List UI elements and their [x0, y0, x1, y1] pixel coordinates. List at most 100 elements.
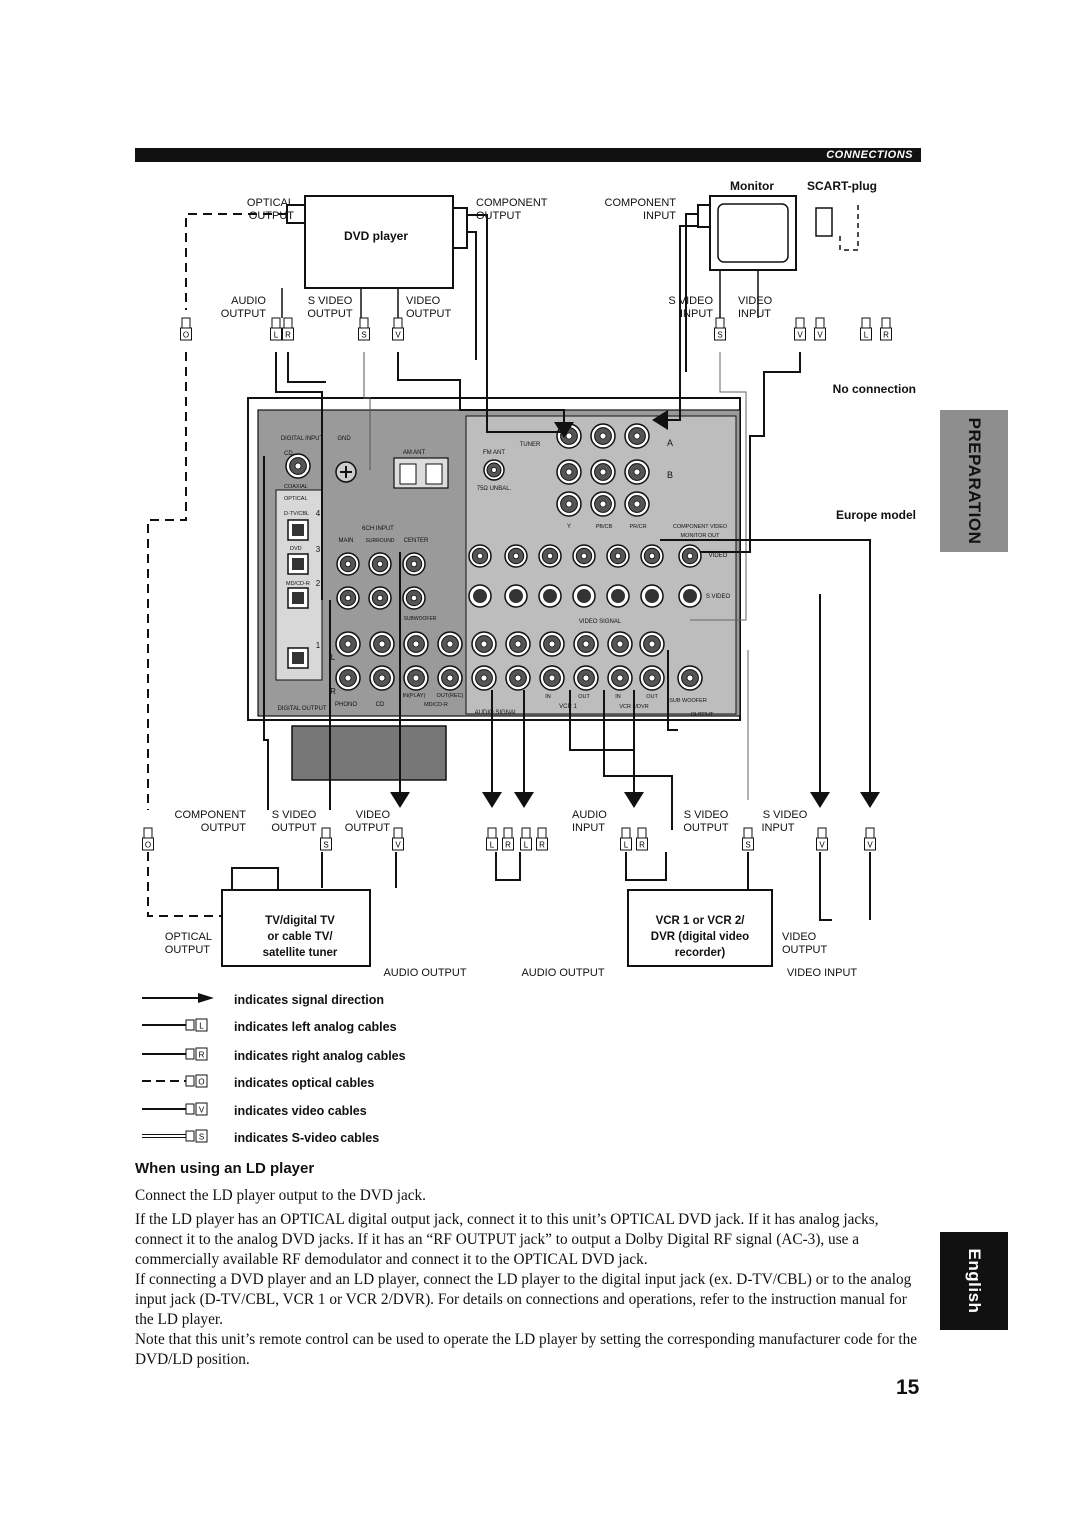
rca-jack [437, 631, 463, 657]
rca-jack [624, 491, 650, 517]
vcr1-in-text: IN [545, 694, 551, 700]
rca-jack [677, 665, 703, 691]
cable-plug: S [320, 827, 332, 851]
ch-input-text: 6CH INPUT [362, 526, 394, 532]
subwoofer-text: SUBWOOFER [404, 616, 437, 622]
component-video-text: COMPONENT VIDEO [673, 524, 728, 530]
surround-text: SURROUND [366, 538, 395, 544]
rca-jack [606, 544, 630, 568]
gnd-terminal [335, 461, 357, 483]
no-connection-label: No connection [833, 382, 916, 396]
legend-item: indicates signal direction [142, 990, 542, 1010]
vcr-label-3: recorder) [675, 947, 726, 959]
cable-plug: L [486, 827, 498, 851]
vcr2-in-text: IN [615, 694, 621, 700]
tv-svideo-label-2: OUTPUT [271, 822, 317, 834]
tv-component-label-2: OUTPUT [201, 822, 247, 834]
legend-item: O indicates optical cables [142, 1073, 542, 1093]
component-b-text: B [667, 470, 673, 480]
cable-plug: L [860, 317, 872, 341]
rca-jack [505, 665, 531, 691]
rca-jack [403, 631, 429, 657]
svideo-plug-icon: S [142, 1129, 208, 1143]
scart-plug-label: SCART-plug [807, 179, 877, 193]
vcr-box: VCR 1 or VCR 2/ DVR (digital video recor… [521, 809, 857, 979]
plug-letter: V [797, 331, 803, 340]
coaxial-text: COAXIAL [284, 484, 308, 490]
section-title: When using an LD player [135, 1160, 315, 1177]
tv-optical-label-2: OUTPUT [165, 944, 211, 956]
cable-plug: V [816, 827, 828, 851]
rca-jack [639, 631, 665, 657]
plug-letter: R [539, 841, 545, 850]
plug-letter: V [819, 841, 825, 850]
rca-jack [624, 459, 650, 485]
channel-l-text: L [331, 653, 336, 662]
video-text: VIDEO [709, 553, 728, 559]
arrow-icon [142, 993, 214, 1003]
vcr-svideo-in-label-2: INPUT [762, 822, 795, 834]
phono-text: PHONO [335, 702, 357, 708]
rca-jack [368, 552, 392, 576]
legend-item: S indicates S-video cables [142, 1128, 542, 1148]
center-text: CENTER [404, 538, 429, 544]
cable-plug: S [714, 317, 726, 341]
fm-ant-text: FM ANT [483, 450, 505, 456]
cd-analog-text: CD [376, 702, 385, 708]
plug-letter: L [624, 841, 629, 850]
cable-plug: R [636, 827, 648, 851]
vcr1-text: VCR 1 [559, 704, 577, 710]
dvd-audio-label-2: OUTPUT [221, 308, 267, 320]
plug-letter: V [395, 331, 401, 340]
rca-jack [471, 665, 497, 691]
channel-r-text: R [330, 687, 336, 696]
cable-plug: S [358, 317, 370, 341]
rca-jack [368, 586, 392, 610]
dvd-player-label: DVD player [344, 229, 408, 243]
out-rec-text: OUT(REC) [437, 693, 464, 699]
rca-jack [573, 665, 599, 691]
legend-label: indicates left analog cables [234, 1020, 397, 1034]
vcr-video-output-label-2: OUTPUT [782, 944, 828, 956]
preparation-tab: PREPARATION [940, 410, 1008, 552]
video-signal-text: VIDEO SIGNAL [579, 619, 622, 625]
rca-jack [369, 631, 395, 657]
plug-letter: V [867, 841, 873, 850]
cd-text: CD [284, 451, 293, 457]
cable-plug: L [270, 317, 282, 341]
rca-jack [539, 665, 565, 691]
vcr2-out-text: OUT [646, 694, 658, 700]
paragraph-2: If the LD player has an OPTICAL digital … [135, 1211, 879, 1268]
plug-letter: L [864, 331, 869, 340]
rca-jack [285, 453, 311, 479]
rca-jack [468, 544, 492, 568]
tv-optical-label-1: OPTICAL [165, 931, 212, 943]
vcr-video-input-label: VIDEO INPUT [787, 967, 858, 979]
vcr-svideo-in-label-1: S VIDEO [763, 809, 808, 821]
paragraph-4: Note that this unit’s remote control can… [135, 1331, 918, 1368]
legend-label: indicates signal direction [234, 993, 385, 1007]
page-number: 15 [896, 1376, 920, 1399]
port-num-1-text: 1 [316, 641, 321, 650]
svg-text:R: R [199, 1051, 205, 1060]
legend-label: indicates video cables [234, 1104, 367, 1118]
plug-letter: R [639, 841, 645, 850]
scart-plug-icon [815, 207, 833, 237]
vcr-audio-output-label: AUDIO OUTPUT [521, 967, 604, 979]
receiver-rear-panel: DIGITAL INPUT GND TUNER AM ANT FM ANT 75… [247, 397, 741, 781]
preparation-tab-label: PREPARATION [965, 417, 984, 545]
rca-jack [336, 552, 360, 576]
rca-jack [640, 544, 664, 568]
svg-text:V: V [199, 1106, 205, 1115]
plug-letter: S [745, 841, 750, 850]
main-text: MAIN [339, 538, 354, 544]
cable-plug: V [392, 827, 404, 851]
svg-text:S: S [199, 1133, 204, 1142]
sub-woofer-text: SUB WOOFER [669, 698, 707, 704]
cable-plug: O [142, 827, 154, 851]
rca-jack [402, 552, 426, 576]
dvd-component-label-1: COMPONENT [476, 197, 548, 209]
cable-plug: R [536, 827, 548, 851]
section-header-bar: CONNECTIONS [135, 148, 921, 162]
